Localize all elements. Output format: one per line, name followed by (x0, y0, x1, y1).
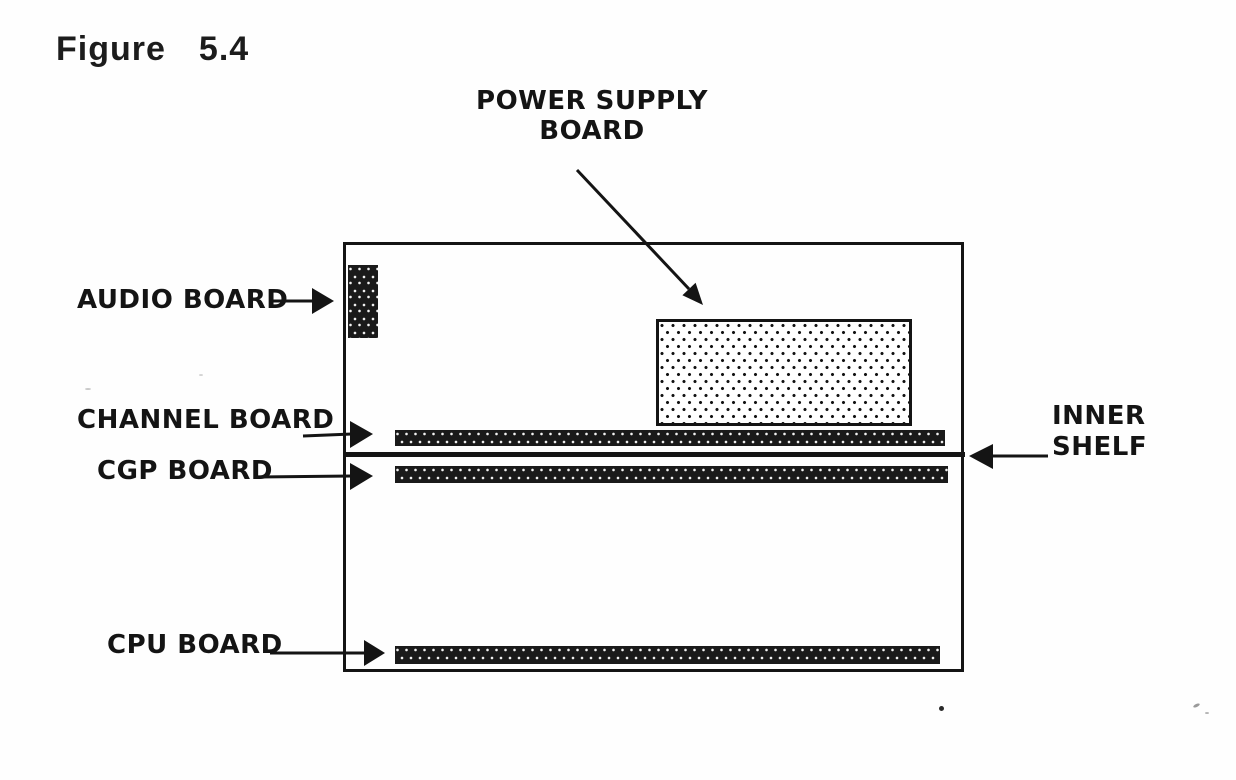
figure-number: 5.4 (198, 30, 250, 68)
scan-speck (939, 706, 944, 711)
cgp-board-arrow (257, 463, 373, 490)
audio-board-label: AUDIO BOARD (77, 285, 289, 315)
cpu-board-arrow (270, 640, 385, 666)
power-supply-board-label: POWER SUPPLY BOARD (460, 86, 724, 146)
cgp-board-label: CGP BOARD (97, 456, 273, 486)
inner-shelf-label: INNER SHELF (1052, 401, 1147, 463)
audio-board-rect (348, 265, 378, 338)
scan-speck (1205, 712, 1209, 714)
figure-title: Figure 5.4 (56, 30, 249, 69)
channel-board-label: CHANNEL BOARD (77, 405, 335, 435)
chassis-outline (343, 242, 964, 672)
power-supply-label-line1: POWER SUPPLY (476, 86, 708, 116)
channel-board-arrow (302, 421, 373, 448)
scan-speck (85, 388, 91, 390)
cgp-board-rect (395, 466, 948, 483)
channel-board-rect (395, 430, 945, 446)
inner-shelf-arrow (969, 444, 1048, 469)
power-supply-arrow (575, 168, 703, 305)
figure-title-word: Figure (56, 30, 166, 68)
cpu-board-label: CPU BOARD (107, 630, 283, 660)
audio-board-arrow (272, 288, 334, 314)
inner-shelf-line (343, 452, 965, 457)
power-supply-label-line2: BOARD (539, 116, 645, 146)
scan-speck (199, 374, 203, 376)
cpu-board-rect (395, 646, 940, 664)
inner-shelf-label-line1: INNER (1052, 401, 1146, 431)
power-supply-board-rect (656, 319, 912, 426)
inner-shelf-label-line2: SHELF (1052, 432, 1148, 462)
